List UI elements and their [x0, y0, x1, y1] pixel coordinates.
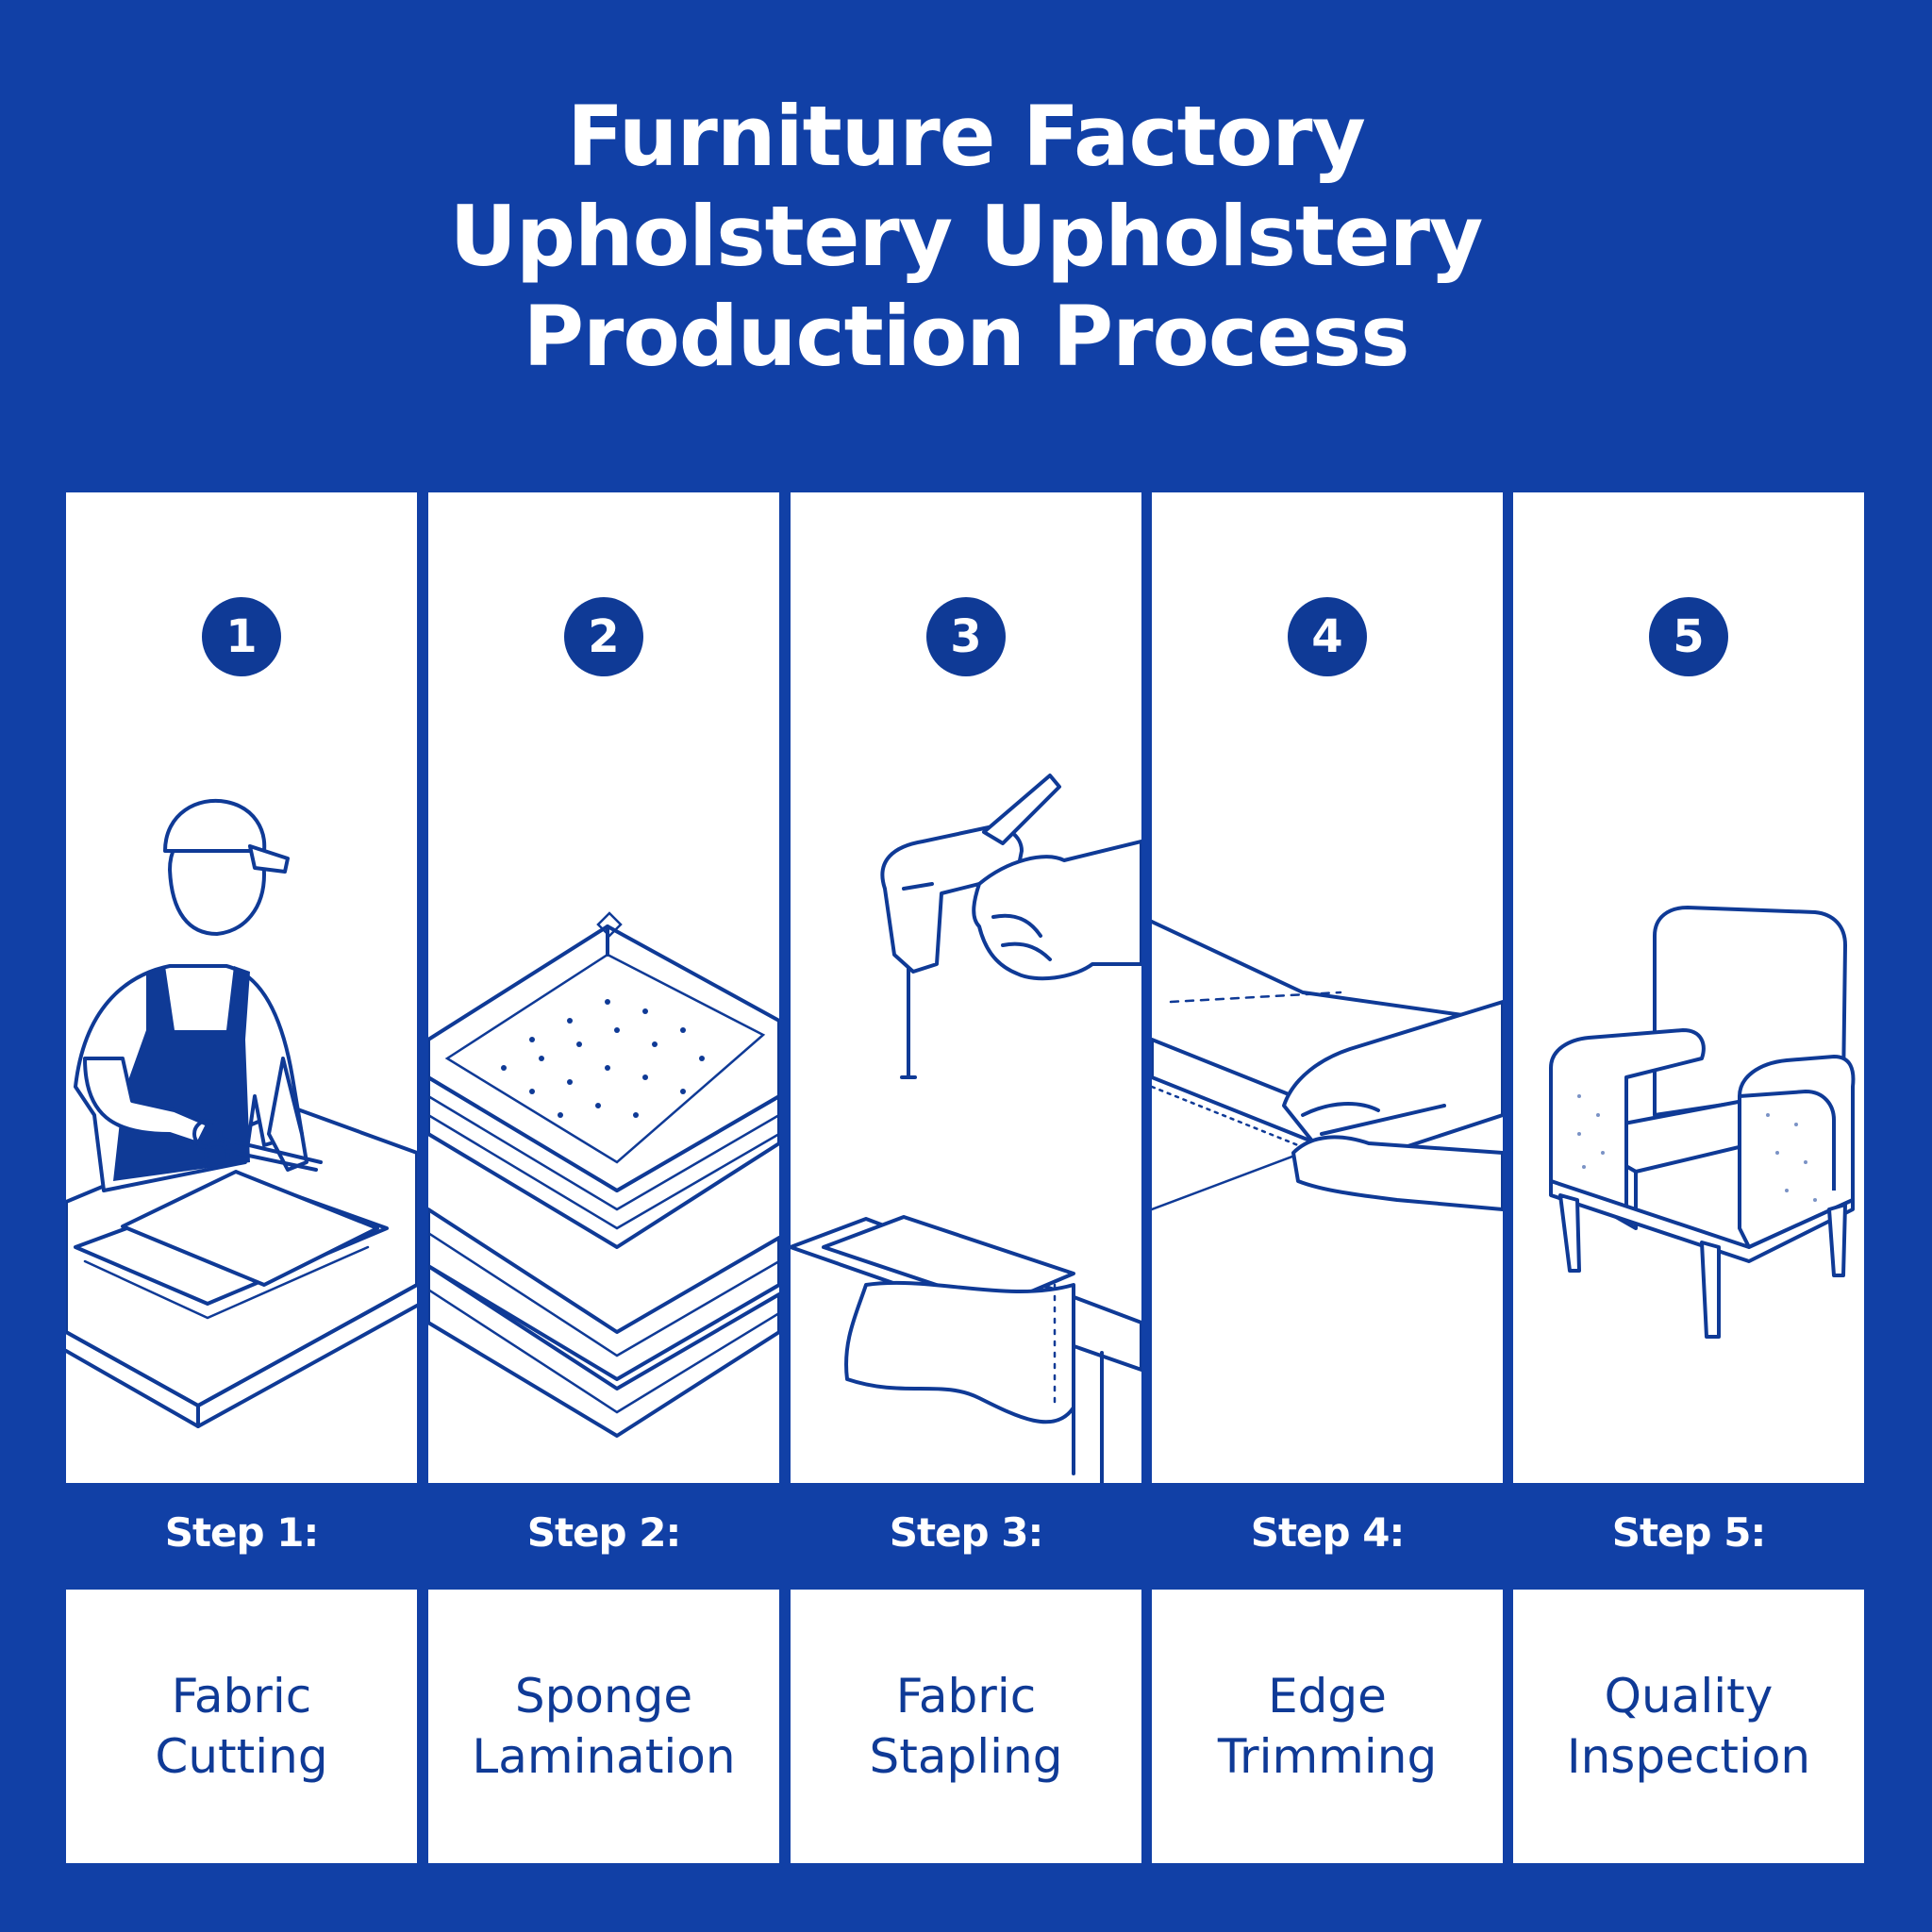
step-5-panel: 5 [1513, 492, 1864, 1483]
title-line-1: Furniture Factory [567, 88, 1366, 185]
step-4-name-box: Edge Trimming [1152, 1590, 1503, 1863]
step-3-name: Fabric Stapling [869, 1669, 1063, 1784]
step-5-name: Quality Inspection [1566, 1669, 1811, 1784]
title-line-3: Production Process [523, 288, 1409, 385]
step-4-panel: 4 [1152, 492, 1503, 1483]
step-2-label: Step 2: [526, 1509, 682, 1556]
step-4-label: Step 4: [1250, 1509, 1406, 1556]
step-2-panel: 2 [428, 492, 779, 1483]
step-3-number-badge: 3 [926, 597, 1006, 676]
step-3-label: Step 3: [889, 1509, 1044, 1556]
armchair-icon [1513, 719, 1864, 1483]
step-1-name-box: Fabric Cutting [66, 1590, 417, 1863]
step-5-number-badge: 5 [1649, 597, 1728, 676]
step-5-name-box: Quality Inspection [1513, 1590, 1864, 1863]
step-3-panel: 3 [791, 492, 1141, 1483]
page-title: Furniture Factory Upholstery Upholstery … [0, 87, 1932, 387]
hand-trimming-edge-icon [1152, 719, 1503, 1483]
sponge-layers-icon [428, 719, 779, 1483]
worker-cutting-fabric-icon [66, 719, 417, 1483]
step-4-number-badge: 4 [1288, 597, 1367, 676]
step-5-label: Step 5: [1611, 1509, 1767, 1556]
title-line-2: Upholstery Upholstery [449, 188, 1484, 285]
step-2-name: Sponge Lamination [472, 1669, 736, 1784]
step-2-number-badge: 2 [564, 597, 643, 676]
step-1-panel: 1 [66, 492, 417, 1483]
step-2-name-box: Sponge Lamination [428, 1590, 779, 1863]
step-1-number-badge: 1 [202, 597, 281, 676]
step-1-name: Fabric Cutting [155, 1669, 328, 1784]
step-3-name-box: Fabric Stapling [791, 1590, 1141, 1863]
step-4-name: Edge Trimming [1217, 1669, 1438, 1784]
step-1-label: Step 1: [164, 1509, 320, 1556]
staple-gun-icon [791, 719, 1141, 1483]
